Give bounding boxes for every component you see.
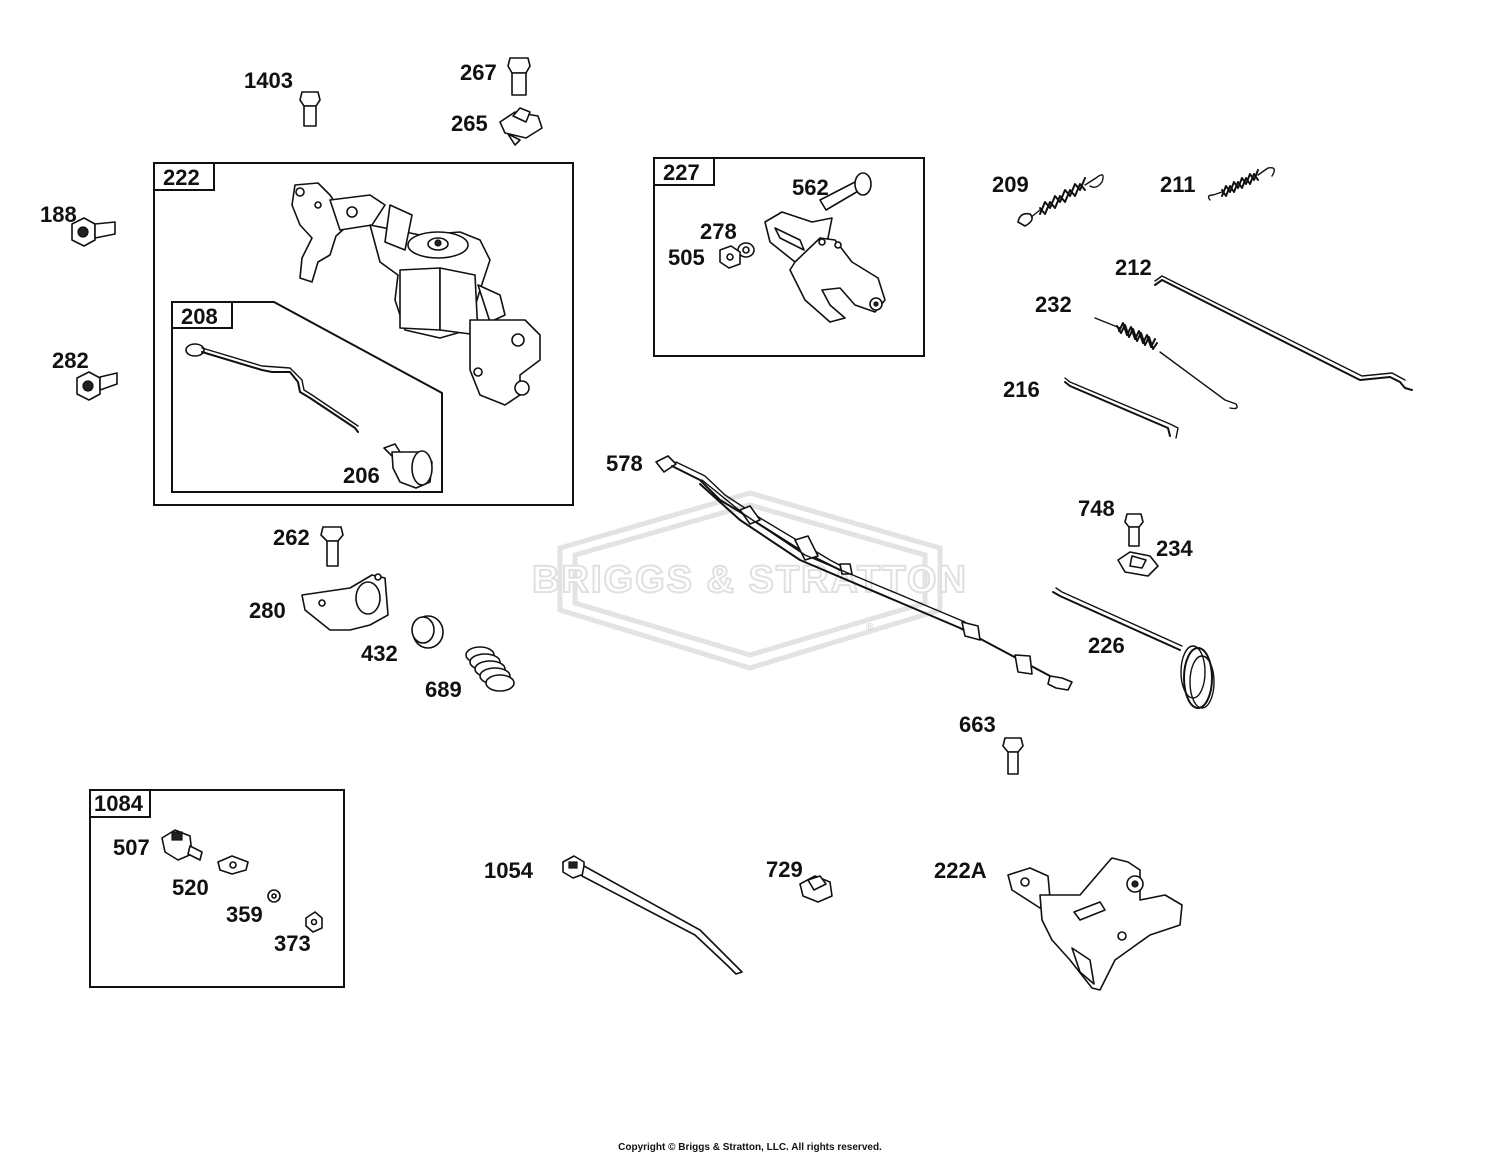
label-1054: 1054 xyxy=(484,858,534,883)
bolt-267-icon xyxy=(507,57,531,96)
bolt-188-icon xyxy=(71,217,116,247)
governor-knob-icon xyxy=(383,443,433,489)
washer-278-icon xyxy=(737,242,755,258)
label-520: 520 xyxy=(172,875,209,900)
cable-tie-1054-icon xyxy=(562,855,743,975)
label-211: 211 xyxy=(1160,172,1196,197)
control-bracket-222A-icon xyxy=(1007,857,1183,991)
label-188: 188 xyxy=(40,202,77,227)
clamp-265-icon xyxy=(499,107,543,146)
label-578: 578 xyxy=(606,451,643,476)
control-cable-578-icon xyxy=(655,455,1073,691)
pin-562-icon xyxy=(819,172,872,211)
bolt-663-icon xyxy=(1002,737,1024,775)
group-1084: 1084 507 520 359 373 xyxy=(89,789,345,988)
rod-212-icon xyxy=(1154,275,1413,391)
label-663: 663 xyxy=(959,712,996,737)
rod-216-icon xyxy=(1064,377,1179,439)
clip-729-icon xyxy=(799,875,833,903)
label-505: 505 xyxy=(668,245,705,270)
label-212: 212 xyxy=(1115,255,1152,280)
label-262: 262 xyxy=(273,525,310,550)
group-222: 222 208 xyxy=(153,162,574,506)
spring-rod-232-icon xyxy=(1094,317,1238,410)
label-265: 265 xyxy=(451,111,488,136)
label-226: 226 xyxy=(1088,633,1125,658)
nut-373-icon xyxy=(305,911,323,933)
label-507: 507 xyxy=(113,835,150,860)
briggs-stratton-watermark: BRIGGS & STRATTON ® xyxy=(531,490,968,671)
group-208: 208 206 xyxy=(171,301,443,493)
label-432: 432 xyxy=(361,641,398,666)
spring-211-icon xyxy=(1207,166,1275,201)
bolt-1403-icon xyxy=(299,91,321,127)
clamp-234-icon xyxy=(1117,551,1159,577)
group-208-tab xyxy=(171,301,233,329)
label-359: 359 xyxy=(226,902,263,927)
bolt-262-icon xyxy=(320,526,344,567)
label-1403: 1403 xyxy=(244,68,293,93)
copyright-notice: Copyright © Briggs & Stratton, LLC. All … xyxy=(618,1142,882,1153)
spring-209-icon xyxy=(1017,174,1104,227)
terminal-520-icon xyxy=(217,855,249,875)
label-216: 216 xyxy=(1003,377,1040,402)
group-222-label: 222 xyxy=(163,165,200,190)
label-232: 232 xyxy=(1035,292,1072,317)
rod-226-icon xyxy=(1052,587,1215,709)
label-748: 748 xyxy=(1078,496,1115,521)
label-209: 209 xyxy=(992,172,1029,197)
nut-505-icon xyxy=(719,245,741,269)
label-278: 278 xyxy=(700,219,737,244)
bolt-748-icon xyxy=(1124,513,1144,547)
governor-link-rod-icon xyxy=(185,343,359,433)
group-222-tab xyxy=(153,162,215,191)
switch-507-icon xyxy=(161,829,203,861)
label-206: 206 xyxy=(343,463,380,488)
watermark-trademark: ® xyxy=(866,622,874,633)
label-234: 234 xyxy=(1156,536,1193,561)
label-729: 729 xyxy=(766,857,803,882)
bushing-432-icon xyxy=(411,615,444,649)
group-227-tab xyxy=(653,157,715,186)
group-1084-tab xyxy=(89,789,151,818)
label-222A: 222A xyxy=(934,858,987,883)
group-1084-frame xyxy=(89,789,345,988)
label-282: 282 xyxy=(52,348,89,373)
spring-689-icon xyxy=(465,646,515,692)
label-562: 562 xyxy=(792,175,829,200)
group-1084-label: 1084 xyxy=(94,791,144,816)
group-227-frame xyxy=(653,157,925,357)
group-222-frame xyxy=(153,162,574,506)
group-227: 227 562 278 505 xyxy=(653,157,925,357)
bracket-280-icon xyxy=(301,573,389,631)
bolt-282-icon xyxy=(76,371,118,401)
label-689: 689 xyxy=(425,677,462,702)
group-208-label: 208 xyxy=(181,304,218,329)
watermark-text: BRIGGS & STRATTON xyxy=(532,559,968,601)
label-373: 373 xyxy=(274,931,311,956)
group-208-frame xyxy=(171,301,443,493)
control-bracket-icon xyxy=(291,182,541,406)
label-267: 267 xyxy=(460,60,497,85)
washer-359-icon xyxy=(267,889,281,903)
label-280: 280 xyxy=(249,598,286,623)
control-lever-227-icon xyxy=(764,211,886,323)
group-227-label: 227 xyxy=(663,160,700,185)
